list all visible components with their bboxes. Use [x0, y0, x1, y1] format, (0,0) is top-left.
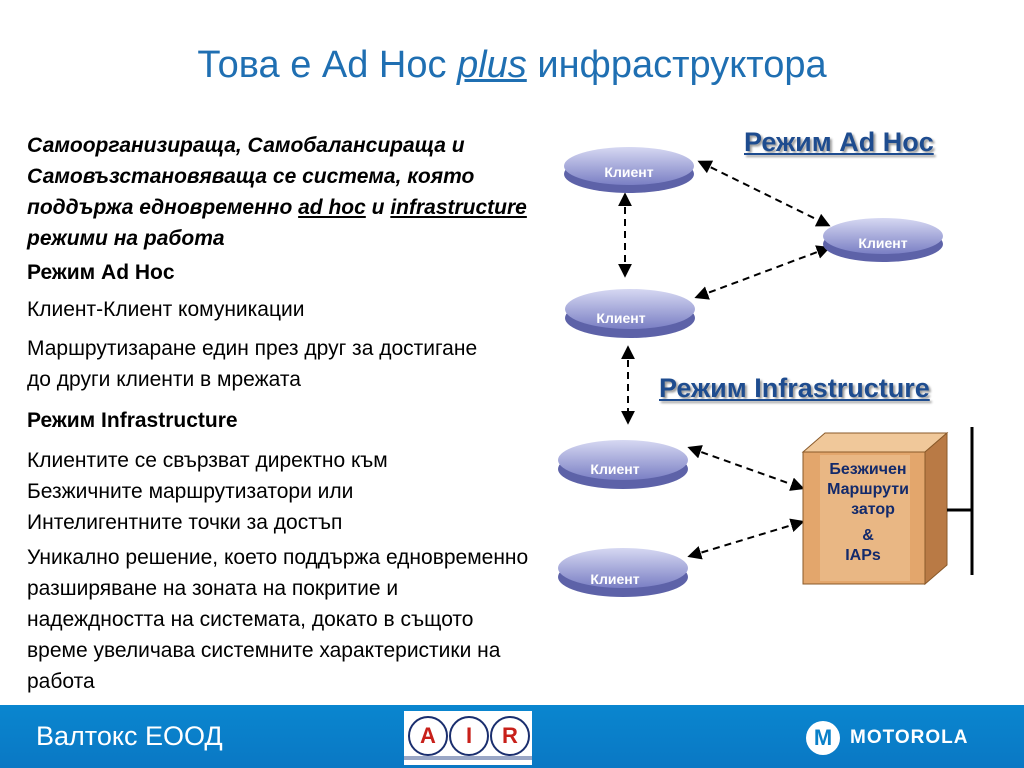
arrow-client1-client2: [697, 160, 831, 227]
client-label-2: Клиент: [858, 235, 908, 251]
air-letter-i: I: [449, 716, 489, 756]
motorola-logo-text: MOTOROLA: [850, 727, 969, 748]
client-node-2: [823, 218, 943, 262]
client-node-4: [558, 440, 688, 489]
client-label-3: Клиент: [596, 310, 646, 326]
intro-and: и: [371, 196, 385, 219]
router-line-5: IAPs: [845, 547, 881, 564]
infra-heading: Режим Infrastructure: [27, 409, 238, 432]
client-label-1: Клиент: [604, 164, 654, 180]
infra-paragraph-1: Клиентите се свързват директно към Безжи…: [27, 449, 388, 534]
air-letter-a: A: [408, 716, 448, 756]
network-diagram: [558, 147, 974, 597]
arrow-client2-client3: [694, 245, 831, 300]
adhoc-heading: Режим Ad Hoc: [27, 261, 175, 284]
title-part-1: Това е Ad Hoc: [197, 44, 447, 86]
intro-ad-hoc: ad hoc: [298, 196, 366, 219]
air-letter-r: R: [490, 716, 530, 756]
air-logo-caption: [404, 756, 532, 760]
router-line-4: &: [862, 527, 874, 544]
adhoc-paragraph-1: Клиент-Клиент комуникации: [27, 298, 305, 321]
client-node-5: [558, 548, 688, 597]
router-label: Безжичен Маршрути затор & IAPs: [806, 460, 930, 566]
router-line-2: Маршрути: [827, 481, 909, 498]
client-label-4: Клиент: [590, 461, 640, 477]
infra-paragraph-2: Уникално решение, което поддържа едновре…: [27, 546, 529, 693]
air-logo: A I R: [404, 711, 532, 765]
client-label-5: Клиент: [590, 571, 640, 587]
router-line-1: Безжичен: [829, 461, 907, 478]
intro-paragraph: Самоорганизираща, Самобалансираща и Само…: [27, 130, 542, 254]
intro-text-2: режими на работа: [27, 227, 225, 250]
motorola-m-icon: M: [806, 721, 840, 755]
arrow-client4-router: [687, 445, 805, 491]
client-node-3: [565, 289, 695, 338]
adhoc-paragraph-2: Маршрутизаране един през друг за достига…: [27, 337, 478, 391]
title-part-2: инфраструктора: [537, 44, 827, 86]
intro-infrastructure: infrastructure: [390, 196, 527, 219]
router-line-3: затор: [851, 501, 895, 518]
company-name: Валтокс ЕООД: [36, 721, 223, 751]
page-title: Това е Ad Hoc plus инфраструктора: [0, 44, 1024, 87]
title-emphasis: plus: [457, 44, 527, 86]
intro-text-1: Самоорганизираща, Самобалансираща и Само…: [27, 134, 475, 219]
client-node-1: [564, 147, 694, 193]
arrow-client5-router: [687, 518, 805, 560]
router-box: [801, 431, 949, 586]
footer-bar: Валтокс ЕООД A I R M MOTOROLA: [0, 705, 1024, 768]
infra-mode-label: Режим Infrastructure: [659, 373, 930, 403]
adhoc-mode-label: Режим Ad Hoc: [744, 127, 934, 157]
